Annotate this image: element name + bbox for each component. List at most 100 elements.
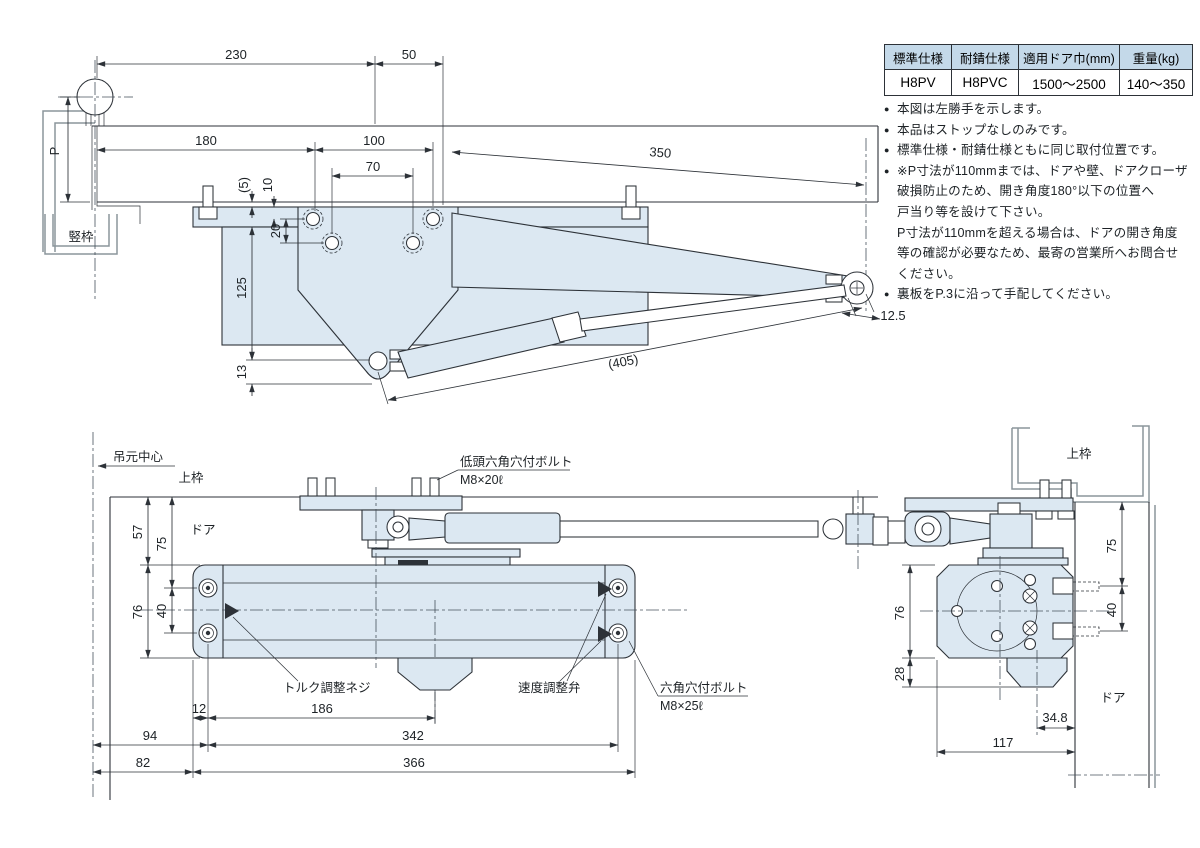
dim-405: (405) (607, 351, 640, 372)
notes-list: ●本図は左勝手を示します。 ●本品はストップなしのみです。 ●標準仕様・耐錆仕様… (884, 99, 1196, 305)
label-low-head-bolt-size: M8×20ℓ (460, 473, 503, 487)
side-view: 上枠 ドア (872, 425, 1160, 788)
note-text: 標準仕様・耐錆仕様ともに同じ取付位置です。 (897, 143, 1165, 158)
label-door: ドア (190, 523, 215, 537)
note-text: ください。 (897, 266, 961, 281)
note-line: ● 裏板をP.3に沿って手配してください。 (884, 284, 1196, 305)
note-bullet (884, 223, 897, 244)
spec-table-header-row: 標準仕様 耐錆仕様 適用ドア巾(mm) 重量(kg) (884, 44, 1193, 70)
note-text: P寸法が110mmを超える場合は、ドアの開き角度 (897, 225, 1178, 240)
dim-186: 186 (311, 701, 333, 716)
dim-82: 82 (136, 755, 150, 770)
note-bullet (884, 181, 897, 202)
dim-34-8: 34.8 (1042, 710, 1067, 725)
note-text: 本図は左勝手を示します。 (897, 102, 1050, 116)
note-text: 破損防止のため、開き角度180°以下の位置へ (897, 184, 1155, 199)
dim-75f: 75 (154, 537, 169, 551)
note-bullet (884, 202, 897, 223)
note-bullet: ● (884, 104, 890, 114)
side-dimensions: 75 40 76 28 34.8 117 (892, 501, 1128, 757)
dim-100: 100 (363, 133, 385, 148)
label-hex-bolt-size: M8×25ℓ (660, 699, 703, 713)
note-line: 戸当り等を設けて下さい。 (884, 202, 1196, 223)
dim-125: 125 (234, 277, 249, 299)
spec-value-standard: H8PV (884, 69, 952, 96)
top-view: 竪枠 (42, 47, 906, 405)
note-text: 戸当り等を設けて下さい。 (897, 204, 1051, 219)
note-line: 破損防止のため、開き角度180°以下の位置へ (884, 181, 1196, 202)
label-hinge-center: 吊元中心 (113, 449, 164, 464)
dim-94: 94 (143, 728, 157, 743)
spec-header-rustproof: 耐錆仕様 (951, 44, 1019, 70)
top-frame-section (1011, 425, 1150, 503)
dim-40f: 40 (154, 604, 169, 618)
label-low-head-bolt: 低頭六角穴付ボルト (460, 454, 573, 469)
valve-boss-front (397, 657, 473, 691)
torque-adjust-marker (225, 603, 239, 619)
dim-13: 13 (234, 365, 249, 379)
dim-20: 20 (268, 224, 283, 238)
dim-117: 117 (993, 735, 1014, 750)
spec-header-weight: 重量(kg) (1119, 44, 1193, 70)
dim-70: 70 (366, 159, 380, 174)
note-text: ※P寸法が110mmまでは、ドアや壁、ドアクローザ (897, 163, 1188, 178)
label-jamb: 竪枠 (68, 230, 94, 244)
spec-header-door-width: 適用ドア巾(mm) (1018, 44, 1120, 70)
dim-75s: 75 (1104, 539, 1119, 553)
note-bullet: ● (884, 289, 890, 300)
arm-assembly-side (872, 479, 1075, 566)
dim-40s: 40 (1104, 603, 1119, 617)
arm-assembly-front (299, 477, 875, 570)
dim-76s: 76 (892, 606, 907, 620)
label-top-frame-side: 上枠 (1066, 447, 1092, 461)
label-torque-screw: トルク調整ネジ (283, 680, 371, 695)
spec-value-weight: 140〜350 (1119, 69, 1193, 96)
dim-230: 230 (225, 47, 247, 62)
note-text: 等の確認が必要なため、最寄の営業所へお問合せ (897, 246, 1179, 261)
closer-body-side (920, 556, 1110, 735)
note-line: ください。 (884, 264, 1196, 285)
dim-5: (5) (236, 177, 251, 193)
closer-body-front (140, 487, 688, 726)
front-left-dimensions: 57 75 76 40 (130, 496, 200, 659)
fixing-bolts-front (198, 578, 628, 643)
label-hex-bolt: 六角穴付ボルト (660, 680, 748, 695)
label-door-side: ドア (1100, 691, 1125, 705)
dim-76f: 76 (130, 605, 145, 619)
front-view: 吊元中心 上枠 ドア (92, 432, 878, 800)
note-bullet: ● (884, 165, 890, 176)
note-line: ● 本図は左勝手を示します。 (884, 99, 1196, 120)
note-bullet (884, 264, 897, 285)
dim-366: 366 (403, 755, 425, 770)
label-speed-valve: 速度調整弁 (518, 680, 581, 695)
dim-12: 12 (192, 701, 206, 716)
speed-valve-marker-1 (598, 581, 612, 597)
note-line: ● ※P寸法が110mmまでは、ドアや壁、ドアクローザ (884, 161, 1196, 182)
hinge (58, 60, 133, 300)
note-line: P寸法が110mmを超える場合は、ドアの開き角度 (884, 223, 1196, 244)
dim-180: 180 (195, 133, 217, 148)
spec-table-value-row: H8PV H8PVC 1500〜2500 140〜350 (884, 69, 1193, 96)
note-line: ●標準仕様・耐錆仕様ともに同じ取付位置です。 (884, 140, 1196, 161)
note-text: 本品はストップなしのみです。 (897, 122, 1075, 137)
dim-P: P (47, 147, 62, 156)
door-section (1068, 502, 1160, 788)
dim-57: 57 (130, 525, 145, 539)
front-callouts: 低頭六角穴付ボルト M8×20ℓ トルク調整ネジ 速度調整弁 六角穴付ボルト M… (232, 454, 748, 713)
dim-342: 342 (402, 728, 424, 743)
top-view-dimensions: 230 50 180 100 70 350 P (5) 10 (47, 47, 906, 405)
dim-350: 350 (649, 144, 672, 161)
front-bottom-dimensions: 12 186 94 342 82 366 (92, 644, 636, 778)
dim-28s: 28 (892, 667, 907, 681)
dim-50: 50 (402, 47, 416, 62)
note-line: ●本品はストップなしのみです。 (884, 120, 1196, 141)
note-text: 裏板をP.3に沿って手配してください。 (897, 287, 1119, 302)
spec-value-door-width: 1500〜2500 (1018, 69, 1120, 96)
spec-value-rustproof: H8PVC (951, 69, 1019, 96)
dim-10: 10 (260, 178, 275, 192)
spec-header-standard: 標準仕様 (884, 44, 952, 70)
dim-12-5: 12.5 (880, 308, 905, 323)
label-top-frame: 上枠 (178, 471, 204, 485)
